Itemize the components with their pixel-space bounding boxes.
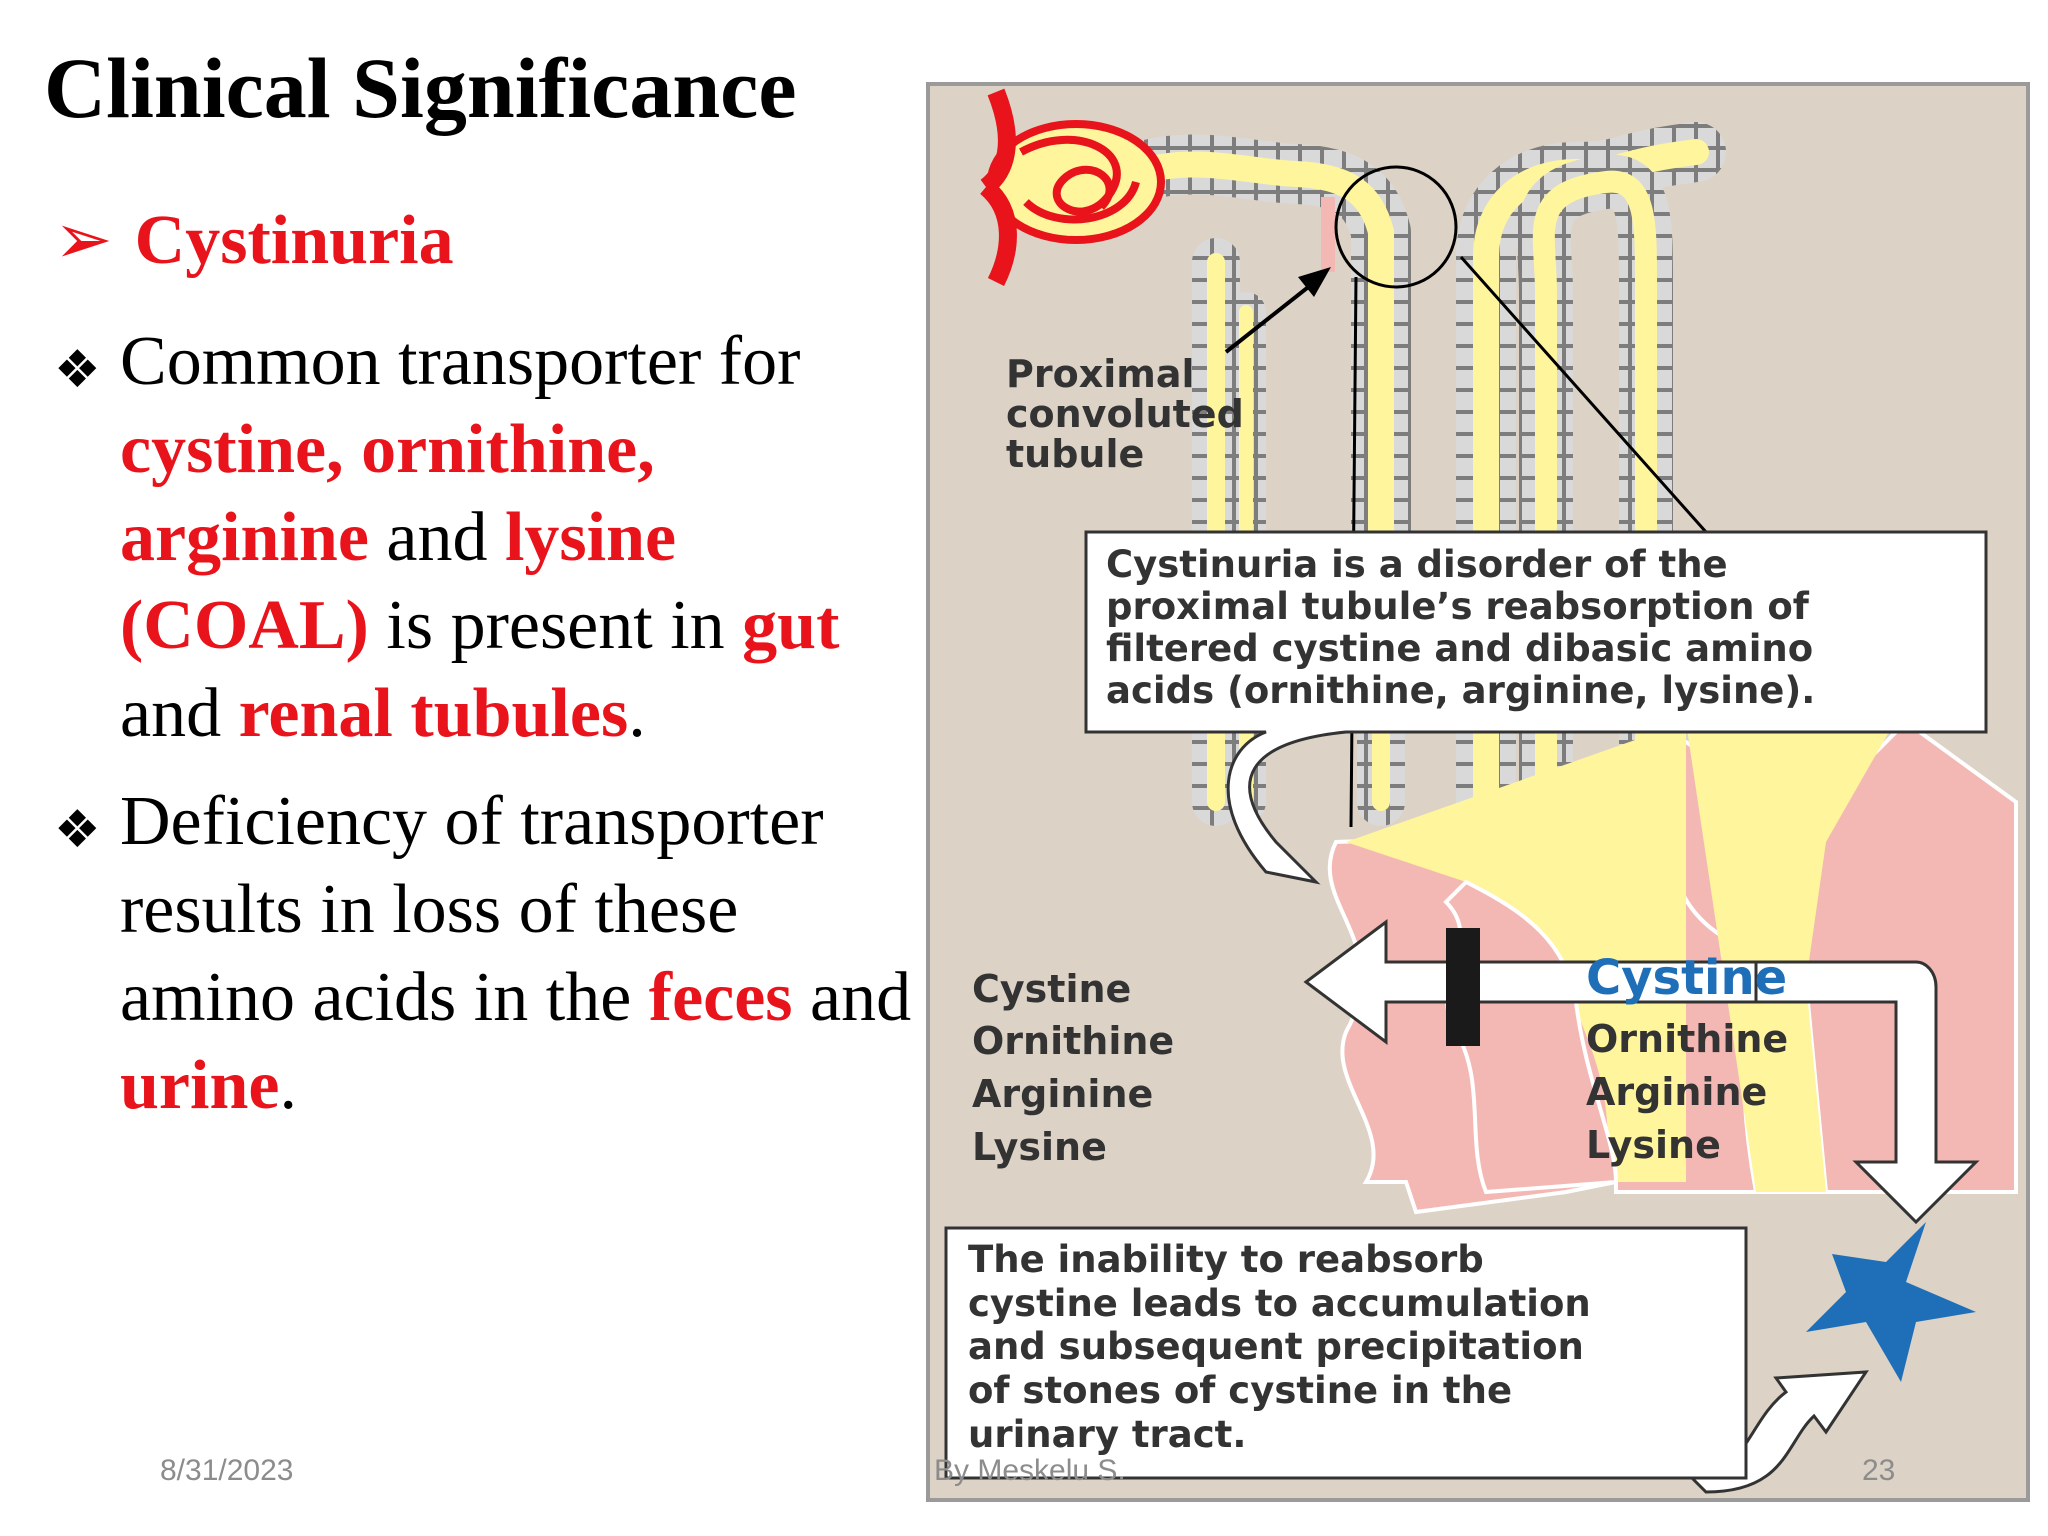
top-box-line: Cystinuria is a disorder of the: [1106, 543, 1728, 586]
bottom-box-line: and subsequent precipitation: [968, 1325, 1584, 1368]
tubule-cross-section: [1327, 702, 2018, 1215]
bottom-box-line: cystine leads to accumulation: [968, 1282, 1591, 1325]
pct-label: tubule: [1006, 432, 1144, 476]
bullet-text: Common transporter for: [120, 323, 801, 400]
bullet-text: and: [120, 675, 239, 752]
top-box-line: filtered cystine and dibasic amino: [1106, 627, 1813, 670]
bottom-callout-box: The inability to reabsorb cystine leads …: [944, 1226, 1748, 1480]
lumen-list-item: Ornithine: [972, 1019, 1174, 1063]
urine-flow-arrow: [1754, 960, 1980, 1225]
subheading: ➢ Cystinuria: [54, 198, 454, 281]
arrow-bullet-icon: ➢: [54, 202, 113, 279]
urine-list-item: Arginine: [1586, 1070, 1767, 1114]
urine-list-item: Lysine: [1586, 1123, 1721, 1167]
cystine-stone-icon: [1806, 1222, 1976, 1382]
gut-highlight: gut: [742, 587, 840, 664]
bullet-text: and: [792, 959, 912, 1036]
top-box-line: acids (ornithine, arginine, lysine).: [1106, 669, 1815, 712]
slide-title: Clinical Significance: [44, 40, 797, 136]
pointer-arrow-icon: [1224, 267, 1331, 354]
diamond-bullet-icon: ❖: [54, 340, 101, 400]
renal-tubules-highlight: renal tubules: [238, 675, 629, 752]
bottom-box-line: of stones of cystine in the: [968, 1369, 1512, 1412]
lysine-highlight: lysine (COAL): [120, 499, 677, 664]
bottom-box-line: The inability to reabsorb: [968, 1238, 1484, 1281]
diamond-bullet-icon: ❖: [54, 800, 101, 860]
pct-label: convoluted: [1006, 392, 1244, 436]
urine-list-item: Ornithine: [1586, 1017, 1788, 1061]
cystinuria-diagram: Proximal convoluted tubule: [926, 82, 2030, 1502]
lumen-list-item: Arginine: [972, 1072, 1153, 1116]
urine-highlight: urine: [120, 1047, 280, 1124]
glomerulus-icon: [979, 88, 1165, 287]
amino-acids-highlight: cystine, ornithine, arginine: [120, 411, 655, 576]
footer-date: 8/31/2023: [160, 1454, 294, 1487]
nephron-tubules: [1096, 122, 1726, 832]
lumen-list-item: Cystine: [972, 967, 1131, 1011]
bullet-body: Common transporter for cystine, ornithin…: [54, 318, 914, 758]
bullet-text: .: [628, 675, 646, 752]
bullet-transporter: ❖ Common transporter for cystine, ornith…: [54, 318, 914, 758]
feces-highlight: feces: [648, 959, 793, 1036]
bullet-deficiency: ❖ Deficiency of transporter results in l…: [54, 778, 914, 1130]
bottom-box-line: urinary tract.: [968, 1413, 1246, 1456]
bullet-text: is present in: [368, 587, 743, 664]
footer-page-number: 23: [1862, 1454, 1896, 1487]
bullet-text: .: [279, 1047, 297, 1124]
top-callout-box: Cystinuria is a disorder of the proximal…: [1084, 530, 1988, 885]
bullet-text: and: [368, 499, 505, 576]
urine-list-highlight: Cystine: [1586, 950, 1787, 1006]
lumen-list-item: Lysine: [972, 1125, 1107, 1169]
bullet-text: Deficiency of transporter results in los…: [120, 783, 824, 1036]
top-box-line: proximal tubule’s reabsorption of: [1106, 585, 1810, 628]
footer-author: By Meskelu S.: [934, 1454, 1126, 1487]
pct-label: Proximal: [1006, 352, 1195, 396]
bullet-body: Deficiency of transporter results in los…: [54, 778, 914, 1130]
subheading-text: Cystinuria: [134, 202, 454, 279]
